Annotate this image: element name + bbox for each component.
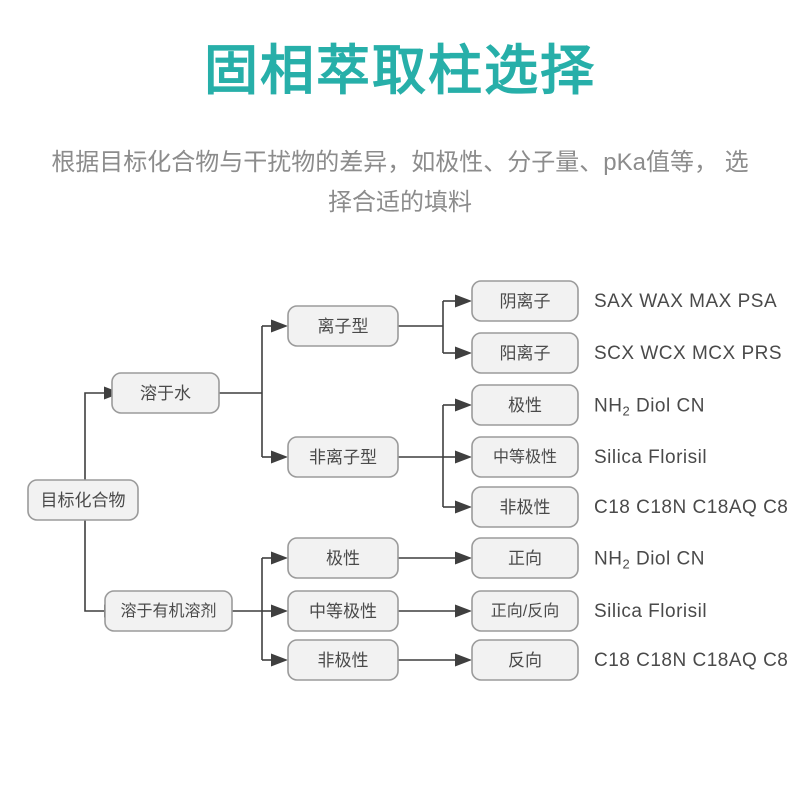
node-medium-polar-label: 中等极性 <box>309 602 377 621</box>
node-normal-phase-label: 正向 <box>508 549 542 568</box>
node-nonionic-label: 非离子型 <box>309 448 377 467</box>
node-reverse-phase[interactable]: 反向 <box>471 639 579 681</box>
node-ionic[interactable]: 离子型 <box>287 305 399 347</box>
sorbents-anion: SAX WAX MAX PSA <box>594 291 777 312</box>
spe-selection-flowchart: 目标化合物 溶于水 溶于有机溶剂 离子型 非离子型 极性 中等极性 <box>0 250 800 710</box>
node-nonpolar-sorbent-label: 非极性 <box>500 498 551 517</box>
node-anion-label: 阴离子 <box>500 292 551 311</box>
node-soluble-in-water[interactable]: 溶于水 <box>111 372 220 414</box>
node-nonpolar[interactable]: 非极性 <box>287 639 399 681</box>
page-title: 固相萃取柱选择 <box>204 41 596 101</box>
connector-noniontype-to-polarity <box>398 398 472 514</box>
sorbents-normal-phase-pre: NH <box>594 548 622 569</box>
connector-organic-to-polarity <box>232 551 288 667</box>
sorbents-polar: NH2 Diol CN <box>594 395 705 418</box>
node-nonionic[interactable]: 非离子型 <box>287 436 399 478</box>
connector-water-to-iontype <box>219 319 288 464</box>
node-soluble-in-water-label: 溶于水 <box>140 384 191 403</box>
node-ionic-label: 离子型 <box>318 317 369 336</box>
node-cation-label: 阳离子 <box>500 344 551 363</box>
node-anion[interactable]: 阴离子 <box>471 280 579 322</box>
node-medium-polar-sorbent[interactable]: 中等极性 <box>471 436 579 478</box>
sorbents-normal-phase-post: Diol CN <box>630 548 705 569</box>
sorbents-reverse-phase: C18 C18N C18AQ C8 <box>594 650 788 671</box>
node-root-label: 目标化合物 <box>41 491 126 510</box>
node-nonpolar-sorbent[interactable]: 非极性 <box>471 486 579 528</box>
node-polar[interactable]: 极性 <box>287 537 399 579</box>
node-cation[interactable]: 阳离子 <box>471 332 579 374</box>
node-medium-polar[interactable]: 中等极性 <box>287 590 399 632</box>
node-medium-polar-sorbent-label: 中等极性 <box>493 448 557 466</box>
sorbents-cation: SCX WCX MCX PRS <box>594 343 782 364</box>
sorbents-polar-sub: 2 <box>622 403 630 418</box>
sorbents-polar-pre: NH <box>594 395 622 416</box>
sorbents-medium-polar: Silica Florisil <box>594 447 707 468</box>
node-polar-sorbent-label: 极性 <box>508 396 542 415</box>
node-root[interactable]: 目标化合物 <box>27 479 139 521</box>
connector-polarity-to-mode <box>398 551 472 667</box>
page-subtitle: 根据目标化合物与干扰物的差异，如极性、分子量、pKa值等， 选择合适的填料 <box>51 149 749 216</box>
node-normal-phase[interactable]: 正向 <box>471 537 579 579</box>
node-polar-label: 极性 <box>326 549 360 568</box>
node-soluble-in-organic-solvent[interactable]: 溶于有机溶剂 <box>104 590 233 632</box>
sorbents-normal-phase: NH2 Diol CN <box>594 548 705 571</box>
sorbents-polar-post: Diol CN <box>630 395 705 416</box>
node-reverse-phase-label: 反向 <box>508 651 542 670</box>
sorbents-normal-phase-sub: 2 <box>622 556 630 571</box>
node-soluble-in-organic-solvent-label: 溶于有机溶剂 <box>120 602 216 620</box>
node-nonpolar-label: 非极性 <box>318 651 369 670</box>
sorbents-nonpolar: C18 C18N C18AQ C8 <box>594 497 788 518</box>
connector-iontype-to-ions <box>398 294 472 360</box>
node-polar-sorbent[interactable]: 极性 <box>471 384 579 426</box>
node-normal-reverse-phase-label: 正向/反向 <box>491 602 559 620</box>
node-normal-reverse-phase[interactable]: 正向/反向 <box>471 590 579 632</box>
sorbents-normal-reverse-phase: Silica Florisil <box>594 601 707 622</box>
